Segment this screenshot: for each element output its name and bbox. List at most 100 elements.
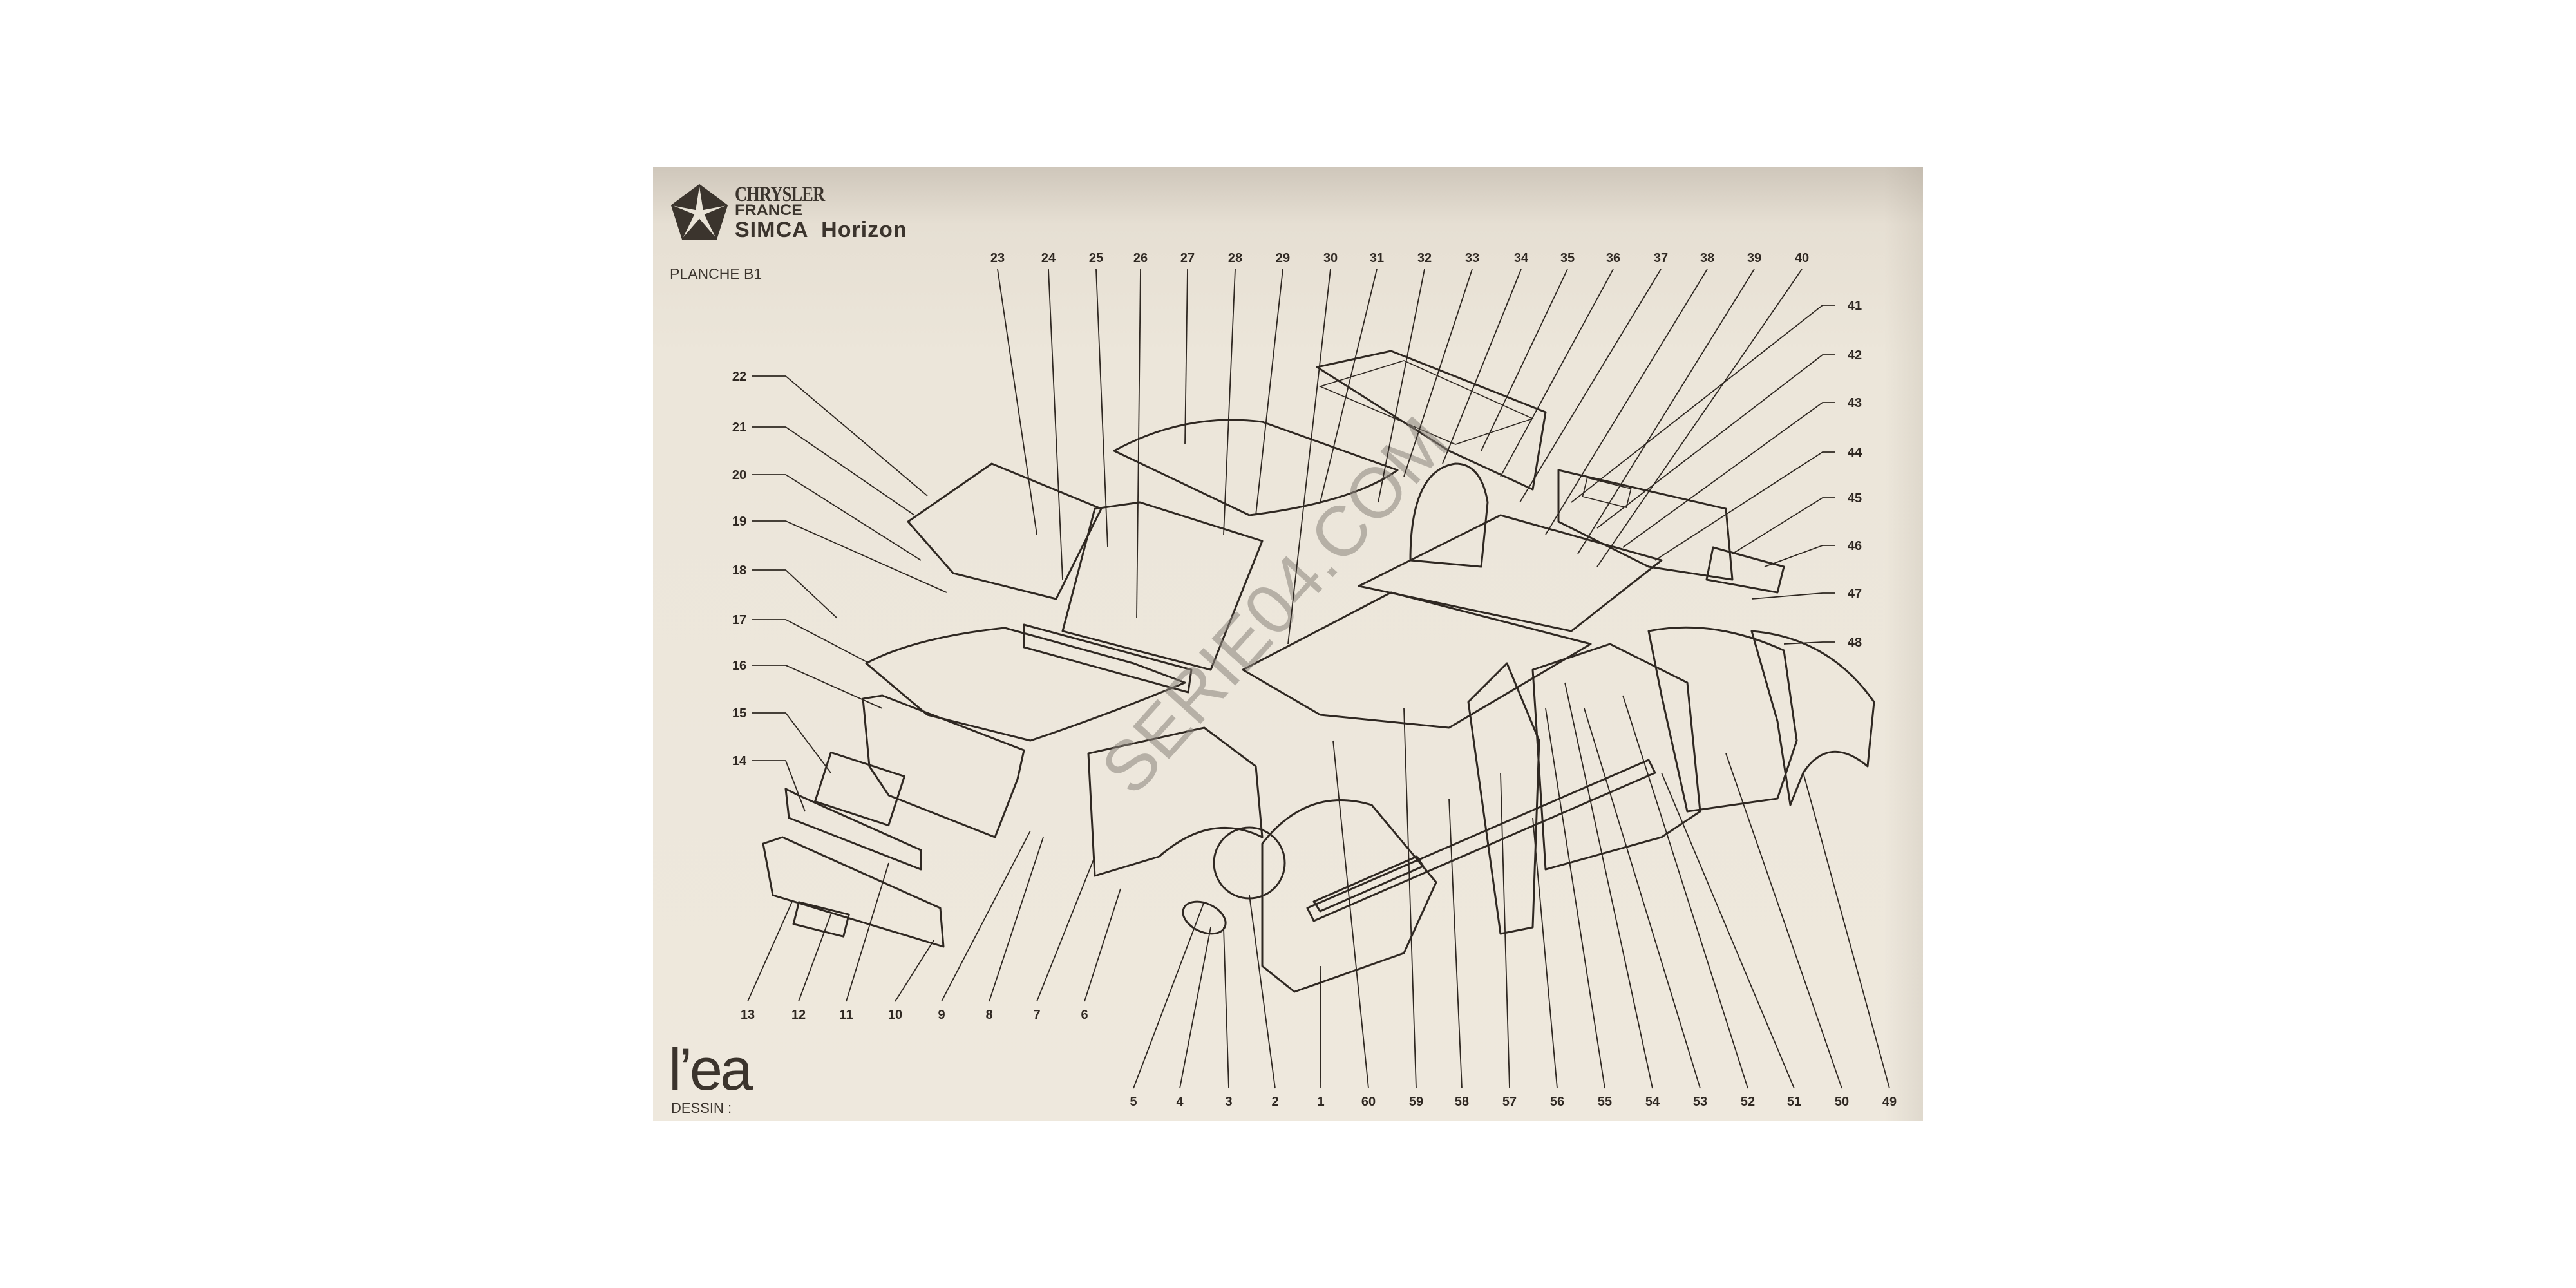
callout-2: 2 [1271,1095,1278,1109]
callout-43: 43 [1848,396,1862,410]
publisher-logo: l’ea [668,1037,753,1103]
callout-3: 3 [1225,1095,1232,1109]
leader-line [1545,708,1605,1089]
callout-27: 27 [1180,251,1195,265]
callout-34: 34 [1514,251,1529,265]
sunroof-frame [1318,360,1535,445]
callout-38: 38 [1700,251,1714,265]
floor-pan [1242,591,1592,729]
callout-53: 53 [1693,1095,1707,1109]
callout-21: 21 [732,421,746,435]
leader-lines [747,269,1890,1089]
callout-42: 42 [1848,348,1862,363]
leader-line [846,862,889,1002]
model-title: SIMCA Horizon [735,218,907,242]
sill-panel [1306,759,1656,922]
callout-6: 6 [1081,1008,1088,1022]
leader-line [1500,772,1510,1089]
leader-line [1654,451,1835,561]
callout-41: 41 [1848,299,1862,313]
plate-label: PLANCHE B1 [670,265,762,282]
callout-10: 10 [888,1008,902,1022]
leader-line [1287,269,1331,645]
rear-floor [1358,514,1663,632]
leader-line [1622,402,1835,548]
callout-37: 37 [1654,251,1668,265]
callout-44: 44 [1848,446,1862,460]
tailgate [1316,350,1547,491]
rear-seat-pillar [1409,462,1489,568]
callout-32: 32 [1417,251,1432,265]
callout-54: 54 [1645,1095,1660,1109]
callout-36: 36 [1606,251,1620,265]
callout-25: 25 [1089,251,1103,265]
leader-line [989,837,1044,1002]
leader-line [752,520,947,593]
callout-51: 51 [1787,1095,1801,1109]
leader-line [1732,497,1835,554]
callout-22: 22 [732,370,746,384]
leader-line [1223,269,1236,535]
leader-line [752,375,928,497]
brand-chrysler: CHRYSLER [735,183,825,206]
leader-line [1403,269,1473,477]
leader-line [1179,927,1211,1089]
leader-line [1803,772,1890,1089]
callout-23: 23 [990,251,1005,265]
watermark: SERIE04.COM [1086,402,1463,809]
leader-line [1764,545,1835,567]
callout-17: 17 [732,613,746,627]
leader-line [1332,740,1369,1089]
callout-56: 56 [1550,1095,1564,1109]
callout-29: 29 [1276,251,1290,265]
number-plate [792,901,850,938]
callout-12: 12 [791,1008,806,1022]
dessin-label: DESSIN : [671,1100,732,1116]
leader-line [747,901,793,1002]
leader-line [752,569,838,619]
callout-4: 4 [1176,1095,1184,1109]
callout-45: 45 [1848,491,1862,506]
windshield-glass [907,462,1103,600]
leader-line [1378,269,1425,503]
leader-line [798,914,831,1002]
callout-52: 52 [1741,1095,1755,1109]
callout-18: 18 [732,564,746,578]
leader-line [752,474,922,561]
callout-47: 47 [1848,587,1862,601]
leader-line [1751,592,1835,600]
front-bumper [762,836,945,948]
cowl-panel [1023,623,1193,694]
callout-13: 13 [741,1008,755,1022]
rear-quarter [1647,626,1798,813]
leader-line [752,665,883,709]
brake-vent [1182,900,1227,935]
windshield-frame [1061,501,1264,671]
callout-11: 11 [839,1008,853,1022]
leader-line [1622,695,1748,1089]
leader-line [1048,269,1063,580]
callout-30: 30 [1323,251,1338,265]
callout-28: 28 [1228,251,1242,265]
body-side [1531,643,1701,871]
leader-line [1249,895,1276,1089]
hood-panel [865,627,1186,742]
leader-line [1133,901,1205,1089]
callout-48: 48 [1848,636,1862,650]
leader-line [1500,269,1614,477]
callout-50: 50 [1835,1095,1849,1109]
leader-line [1095,269,1108,548]
callout-19: 19 [732,515,746,529]
centre-pillar [1467,662,1540,935]
grille [814,751,905,827]
leader-line [1403,708,1417,1089]
rear-bumper-valance [1705,546,1785,594]
car-body-parts [762,350,1875,993]
leader-line [1584,708,1701,1089]
callout-35: 35 [1560,251,1575,265]
leader-line [1571,305,1835,503]
leader-line [1532,817,1558,1089]
callout-9: 9 [938,1008,945,1022]
leader-line [1596,354,1835,529]
